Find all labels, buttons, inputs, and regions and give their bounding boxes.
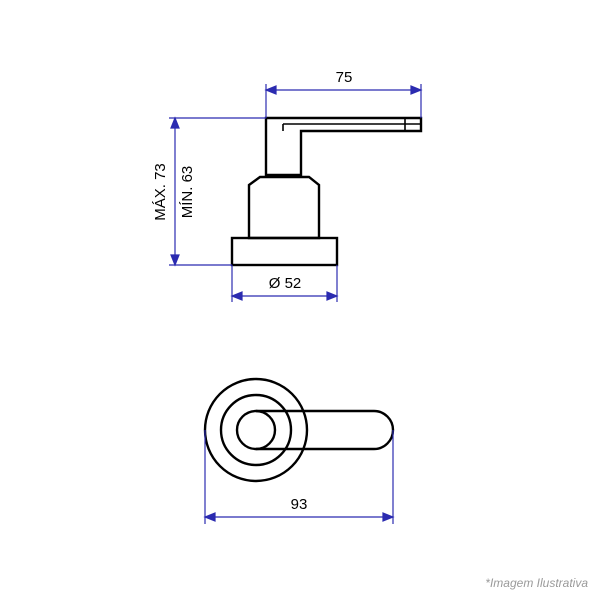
base-rosette	[230, 236, 339, 267]
hub-circle	[235, 409, 277, 451]
side-view	[230, 116, 423, 267]
dimension-label-max: MÁX. 73	[152, 163, 169, 221]
lever-handle	[256, 409, 395, 451]
lever-arm-outline	[264, 116, 423, 177]
dimension-label-min: MÍN. 63	[179, 166, 196, 219]
dimension-plan-length	[203, 430, 395, 524]
illustrative-image-caption: *Imagem Ilustrativa	[485, 576, 588, 590]
dimension-base-diameter	[230, 265, 339, 302]
dimension-label-93: 93	[291, 496, 308, 513]
dimension-height	[169, 116, 266, 267]
plan-view	[203, 377, 395, 483]
dimension-top-width	[264, 84, 423, 118]
dimension-label-diameter: Ø 52	[269, 275, 302, 292]
rosette-inner-circle	[219, 393, 293, 467]
dimension-label-75: 75	[336, 69, 353, 86]
lever-body	[247, 175, 321, 240]
